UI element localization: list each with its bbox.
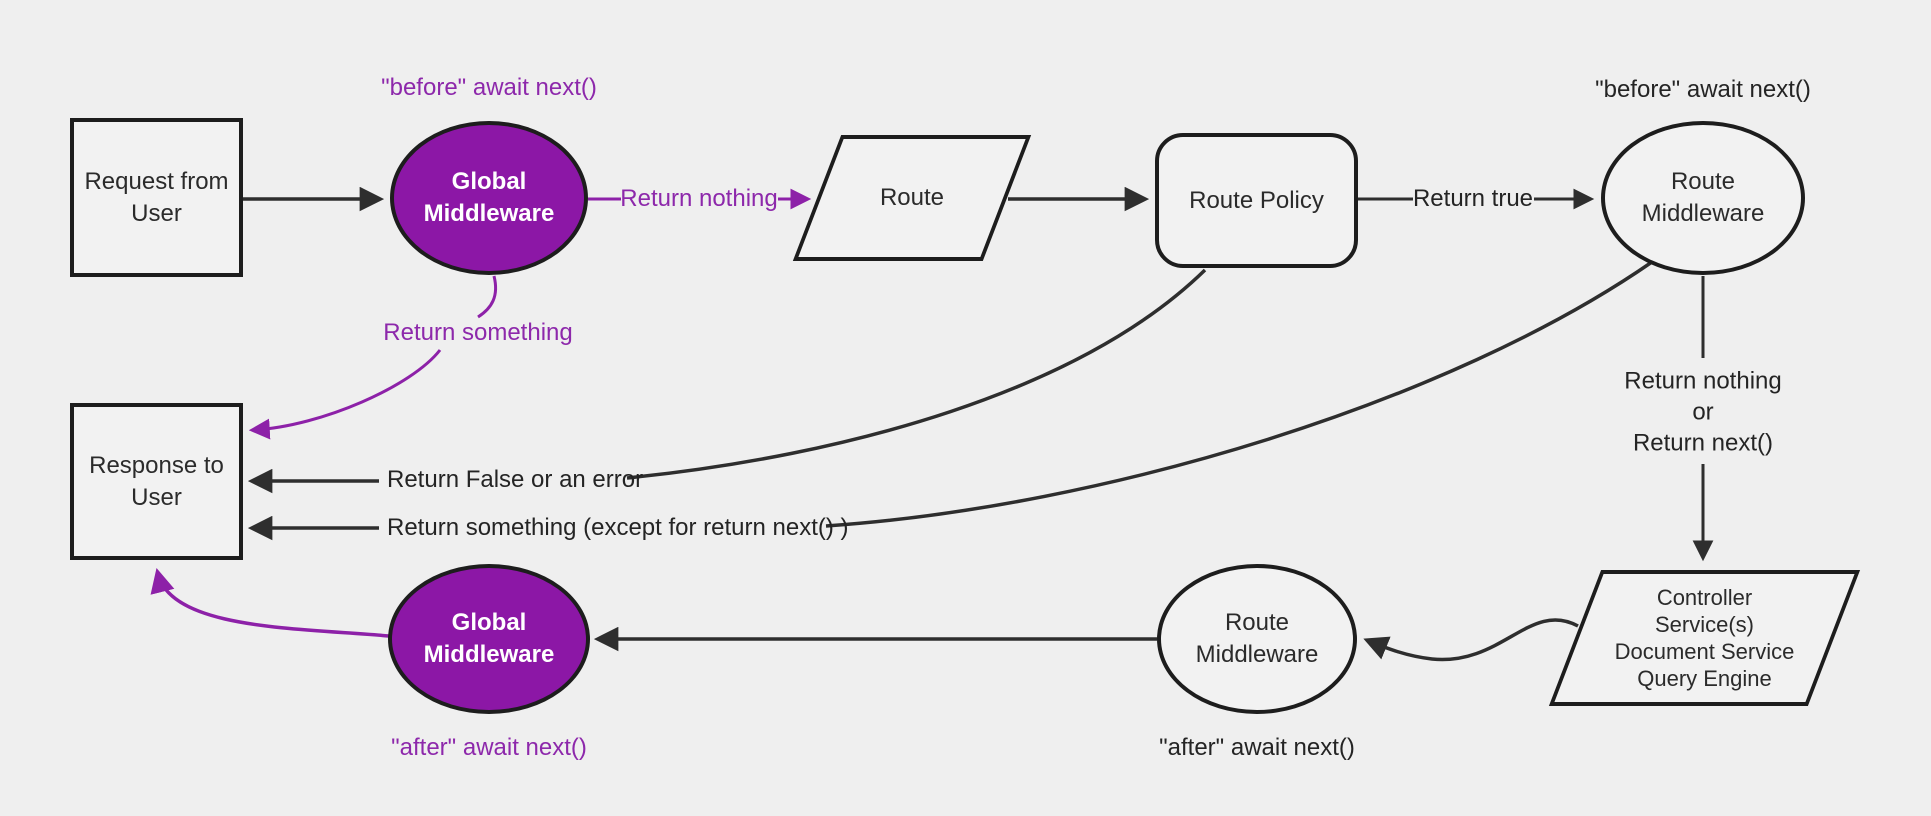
node-route-middleware-bottom: Route Middleware — [1157, 564, 1357, 714]
label-return-nothing-or-next-line-3: Return next() — [1632, 429, 1774, 457]
label-return-something: Return something — [383, 319, 573, 346]
connector-route-middleware-to-return-something-except — [825, 260, 1653, 528]
node-response-line-1: Response to — [89, 451, 224, 479]
node-route-middleware-bottom-line-2: Middleware — [1195, 641, 1319, 668]
node-controller-services: Controller Service(s) Document Service Q… — [1548, 570, 1861, 706]
label-return-something-except: Return something (except for return next… — [387, 514, 849, 541]
connector-route-policy-to-return-false — [626, 268, 1207, 480]
connector-global-middleware-to-return-something — [477, 275, 498, 319]
label-return-nothing-or-next-line-1: Return nothing — [1624, 367, 1782, 395]
node-request-line-2: User — [131, 199, 182, 227]
label-before-await-next-right: "before" await next() — [1595, 76, 1811, 103]
node-global-middleware-top: Global Middleware — [390, 121, 588, 275]
connector-return-something-to-response — [248, 349, 442, 440]
node-route: Route — [792, 135, 1032, 261]
node-route-middleware-top-line-1: Route — [1670, 168, 1736, 195]
node-controller-line-2: Service(s) — [1654, 612, 1754, 637]
node-global-middleware-bottom-line-1: Global — [451, 609, 527, 636]
node-route-middleware-top-line-2: Middleware — [1641, 200, 1765, 227]
node-controller-line-1: Controller — [1656, 585, 1753, 610]
label-return-true: Return true — [1412, 185, 1534, 212]
node-route-middleware-bottom-line-1: Route — [1224, 609, 1290, 636]
label-after-await-next-right: "after" await next() — [1159, 734, 1355, 761]
node-controller-line-3: Document Service — [1614, 639, 1795, 664]
connector-controller-to-route-middleware-bottom — [1363, 618, 1579, 662]
node-controller-line-4: Query Engine — [1637, 666, 1772, 691]
node-route-label: Route — [879, 184, 945, 211]
node-request-line-1: Request from — [84, 167, 229, 195]
node-request-from-user: Request from User — [70, 118, 243, 277]
node-global-middleware-bottom: Global Middleware — [388, 564, 590, 714]
label-return-false-or-error: Return False or an error — [387, 466, 644, 493]
label-before-await-next-left: "before" await next() — [381, 74, 597, 101]
node-global-middleware-top-line-1: Global — [451, 168, 527, 195]
node-response-line-2: User — [131, 483, 182, 511]
connector-global-middleware-bottom-to-response — [150, 568, 390, 638]
label-return-nothing: Return nothing — [620, 185, 778, 212]
label-return-nothing-or-next: Return nothing or Return next() — [1624, 366, 1781, 459]
node-response-to-user: Response to User — [70, 403, 243, 560]
label-after-await-next-left: "after" await next() — [391, 734, 587, 761]
node-route-policy: Route Policy — [1155, 133, 1358, 268]
node-global-middleware-bottom-line-2: Middleware — [423, 641, 555, 668]
label-return-nothing-or-next-line-2: or — [1692, 398, 1714, 426]
node-route-policy-label: Route Policy — [1189, 186, 1324, 214]
node-route-middleware-top: Route Middleware — [1601, 121, 1805, 275]
node-global-middleware-top-line-2: Middleware — [423, 200, 555, 227]
